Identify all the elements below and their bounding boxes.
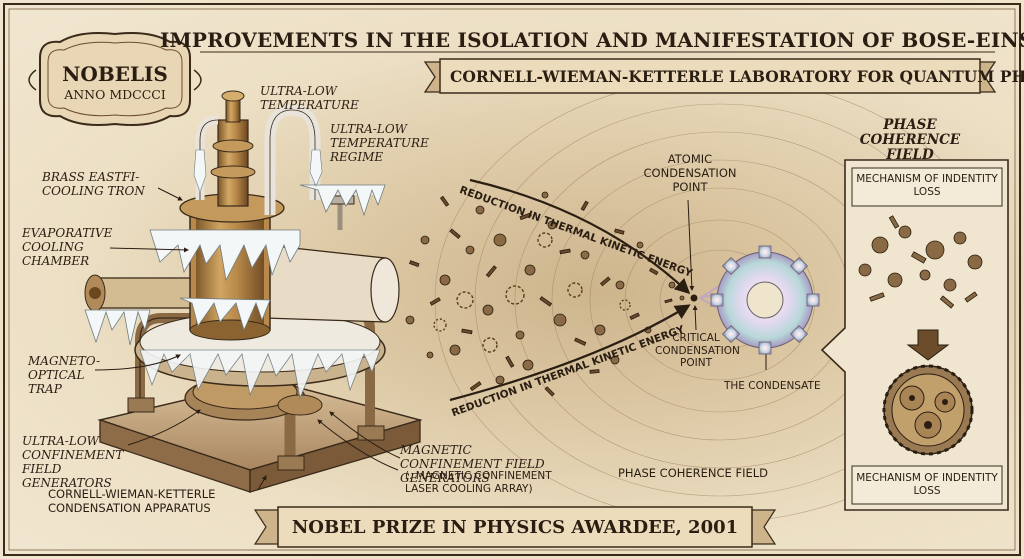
label-laser-array: (. MAGNETIC CONFINEMENT LASER COOLING AR…: [405, 470, 552, 495]
footer-award: NOBEL PRIZE IN PHYSICS AWARDEE, 2001: [291, 517, 739, 538]
crest-frame: [28, 32, 202, 126]
subtitle-banner: [423, 58, 997, 94]
footer-banner: [253, 506, 777, 548]
label-confinement-generators: ULTRA-LOW CONFINEMENT FIELD GENERATORS: [22, 434, 124, 490]
crest-year: ANNO MDCCCI: [64, 87, 166, 102]
label-brass-cooling: BRASS EASTFI- COOLING TRON: [42, 170, 145, 198]
label-the-condensate: THE CONDENSATE: [724, 380, 821, 392]
label-critical-condensation-point: CRITICAL CONDENSATION POINT: [655, 332, 740, 369]
particle-stream: [405, 191, 685, 397]
label-magnetic-generators: MAGNETIC CONFINEMENT FIELD GENERATORS: [400, 443, 545, 485]
leader-lines: [94, 187, 401, 491]
panel-box-top: MECHANISM OF INDENTITY LOSS: [856, 173, 998, 198]
label-phase-coherence-field: PHASE COHERENCE FIELD: [618, 466, 769, 480]
reduction-arrow-bottom: [449, 304, 691, 402]
identity-loss-panel: [820, 159, 1009, 511]
label-apparatus-name: CORNELL-WIEMAN-KETTERLE CONDENSATION APP…: [48, 487, 216, 515]
panel-title: PHASE COHERENCE FIELD: [859, 117, 961, 163]
crest-name: NOBELIS: [62, 62, 168, 86]
condensate-gear: [699, 245, 820, 355]
label-ultra-low-temperature: ULTRA-LOW TEMPERATURE: [260, 84, 359, 112]
label-atomic-condensation-point: ATOMIC CONDENSATION POINT: [643, 152, 737, 194]
reduction-arrow-top: [469, 178, 691, 295]
panel-box-bottom: MECHANISM OF INDENTITY LOSS: [856, 472, 998, 497]
label-magneto-optical-trap: MAGNETO- OPTICAL TRAP: [28, 354, 101, 396]
label-ultra-low-regime: ULTRA-LOW TEMPERATURE REGIME: [330, 122, 429, 164]
label-evaporative-chamber: EVAPORATIVE COOLING CHAMBER: [22, 226, 113, 268]
lab-subtitle: CORNELL-WIEMAN-KETTERLE LABORATORY FOR Q…: [450, 67, 1024, 86]
page-title: IMPROVEMENTS IN THE ISOLATION AND MANIFE…: [160, 28, 1024, 52]
condensation-point-marker: [690, 294, 698, 302]
condensation-apparatus: [84, 90, 423, 493]
